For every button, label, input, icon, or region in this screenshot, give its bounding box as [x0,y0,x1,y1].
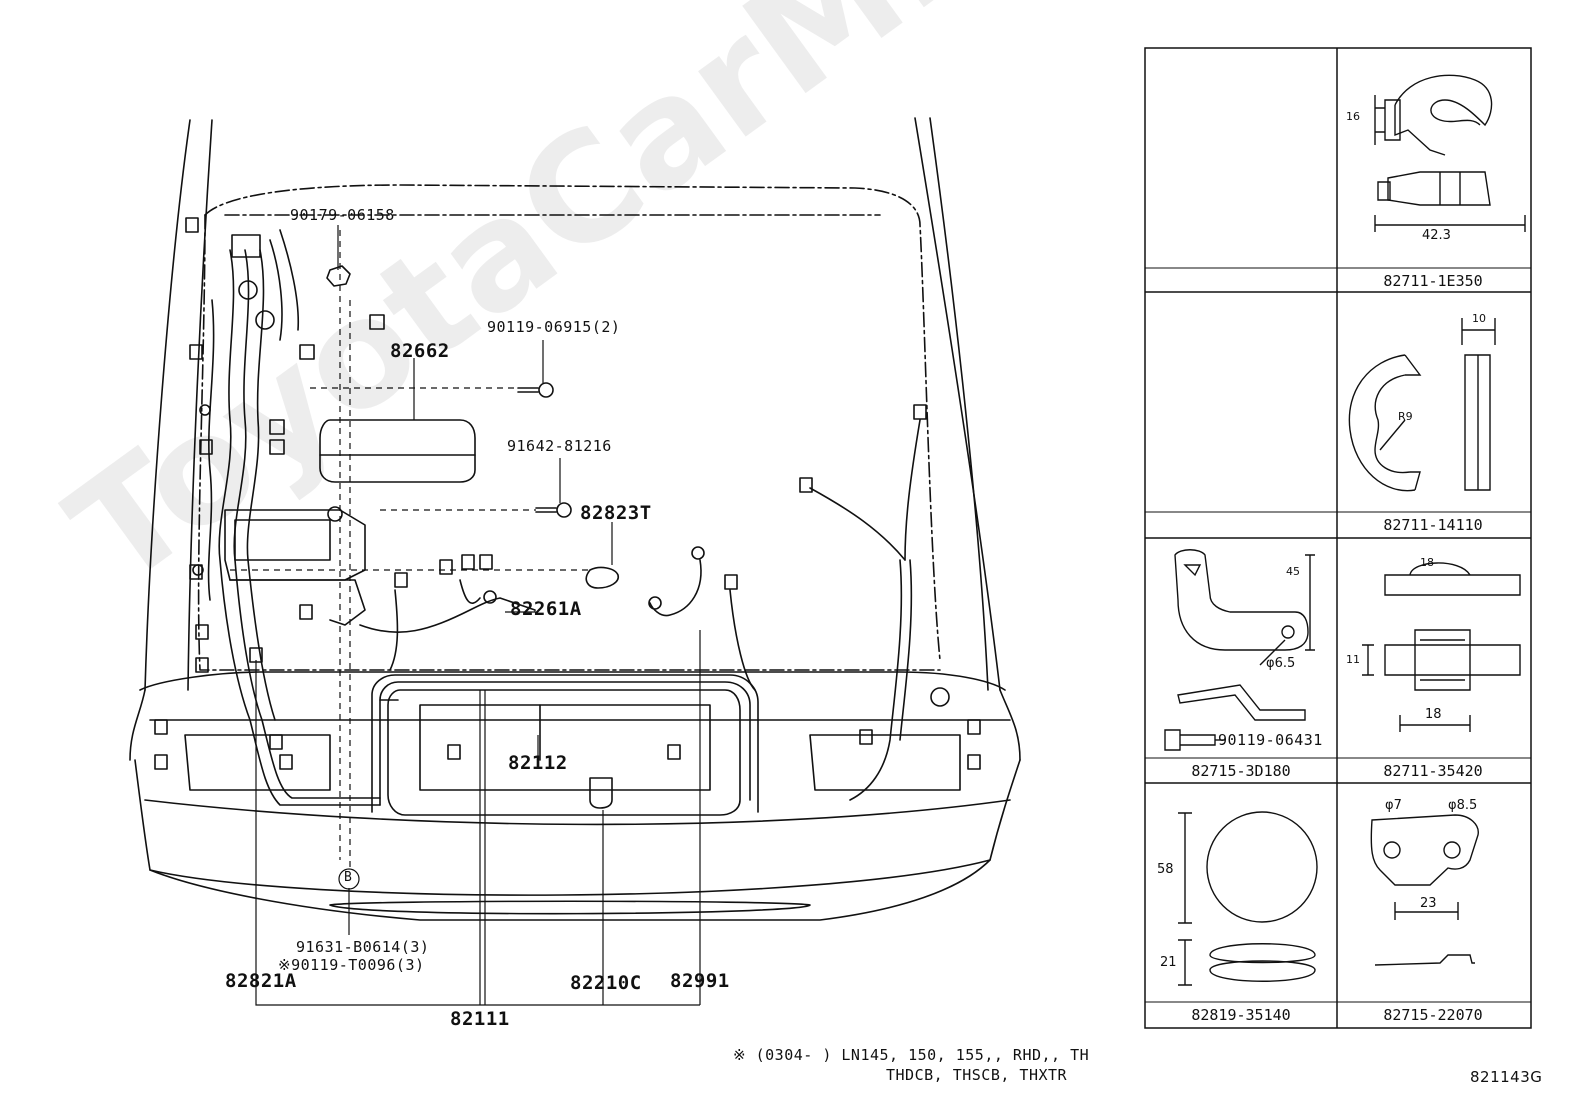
dim-phi-6-5: φ6.5 [1266,656,1296,671]
label-91642-81216: 91642-81216 [507,437,612,455]
cell-caption-82711-35420: 82711-35420 [1383,762,1483,780]
cell-caption-82819-35140: 82819-35140 [1191,1006,1291,1024]
dim-phi-8-5: φ8.5 [1448,798,1478,813]
label-82210C: 82210C [570,972,642,994]
right-a-pillar [914,117,1001,691]
cell-caption-82715-22070: 82715-22070 [1383,1006,1483,1024]
label-82111: 82111 [450,1008,510,1030]
label-82823T: 82823T [580,502,652,524]
label-82821A: 82821A [225,970,297,992]
label-82662: 82662 [390,340,450,362]
label-marker-b: B [344,870,353,885]
label-90179-06158: 90179-06158 [290,206,395,224]
label-90119-06431: 90119-06431 [1218,731,1323,749]
cell-caption-82715-3D180: 82715-3D180 [1191,762,1291,780]
dim-16: 16 [1346,110,1360,123]
label-90119-06915: 90119-06915(2) [487,318,621,336]
dim-18-top: 18 [1420,556,1434,569]
cell-caption-82711-1E350: 82711-1E350 [1383,272,1483,290]
dim-21: 21 [1160,955,1177,970]
dim-18-bottom: 18 [1425,707,1442,722]
dim-10: 10 [1472,312,1486,325]
left-a-pillar [144,119,191,691]
dim-58: 58 [1157,862,1174,877]
dim-45: 45 [1286,565,1300,578]
dim-r9: R9 [1398,410,1413,423]
figure-code: 821143G [1470,1068,1543,1086]
label-82261A: 82261A [510,598,582,620]
dim-23: 23 [1420,896,1437,911]
label-82112: 82112 [508,752,568,774]
footnote-line-2: THDCB, THSCB, THXTR [886,1066,1068,1084]
parts-grid-lines [1144,47,1532,1029]
label-91631-b0614: 91631-B0614(3) [296,938,430,956]
dim-phi-7: φ7 [1385,798,1402,813]
dim-42-3: 42.3 [1422,228,1451,243]
footnote-line-1: ※ (0304- ) LN145, 150, 155,, RHD,, TH [733,1046,1090,1064]
cell-caption-82711-14110: 82711-14110 [1383,516,1483,534]
label-90119-t0096: ※90119-T0096(3) [278,956,425,974]
dim-11: 11 [1346,653,1360,666]
label-82991: 82991 [670,970,730,992]
